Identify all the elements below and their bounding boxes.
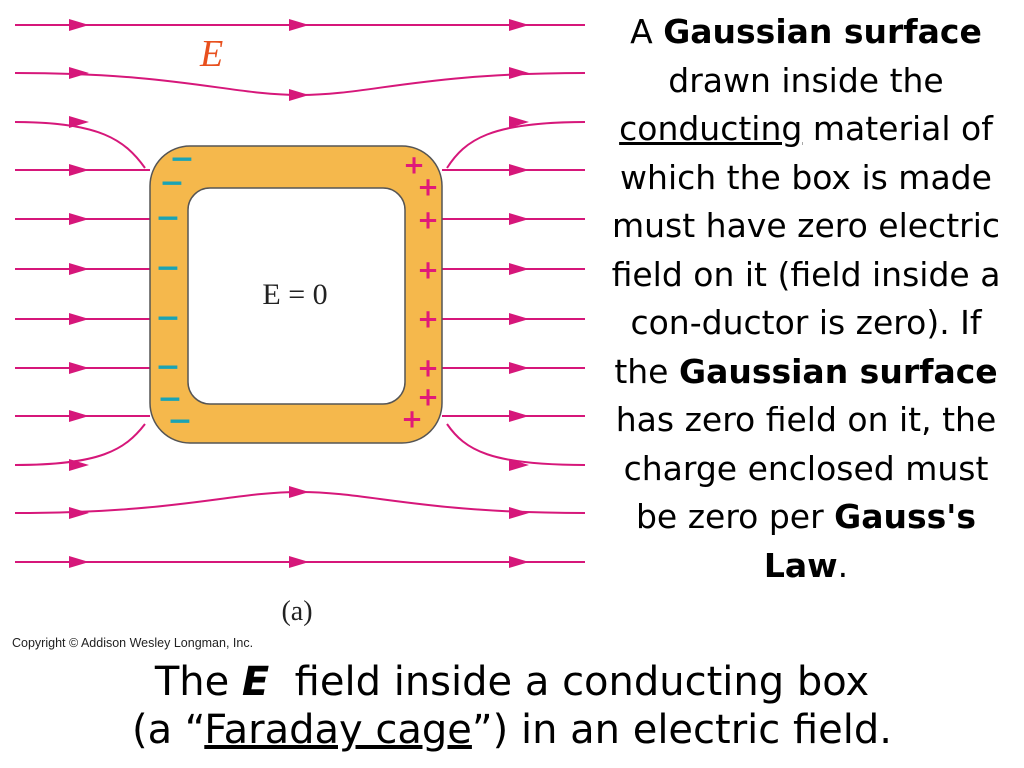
field-line [14,490,586,514]
field-arrow [69,263,89,275]
negative-charge: − [157,382,182,417]
field-arrow [69,116,89,128]
field-arrow [69,556,89,568]
field-lines [14,19,586,568]
text-part: material of which the box is made must h… [611,109,1001,391]
panel-label: (a) [281,596,312,627]
field-label-e: E [199,33,223,75]
field-line [14,423,146,466]
positive-charges: ++++++++ [401,151,439,435]
faraday-cage-term: Faraday cage [204,707,472,753]
text-part: has zero field on it, the charge enclose… [615,400,997,536]
negative-charge: − [159,166,184,201]
field-arrow [509,67,529,79]
positive-charge: + [417,383,439,413]
field-arrow [69,67,89,79]
positive-charge: + [401,405,423,435]
slide-caption: The E field inside a conducting box (a “… [0,658,1024,754]
field-arrow [509,19,529,31]
field-arrow [509,459,529,471]
negative-charge: − [169,142,194,177]
field-arrow [69,19,89,31]
field-line [14,72,586,97]
explanation-text: A Gaussian surface drawn inside the cond… [600,8,1012,590]
faraday-cage-diagram: −−−−−−−− ++++++++ E E = 0 (a) [14,19,586,627]
field-arrow [69,410,89,422]
field-arrow [509,263,529,275]
field-arrow [509,362,529,374]
caption-line-2: (a “Faraday cage”) in an electric field. [0,706,1024,754]
text-part: A [630,12,664,51]
caption-text: The [154,659,242,705]
field-arrow [509,164,529,176]
caption-line-1: The E field inside a conducting box [0,658,1024,706]
positive-charge: + [417,256,439,286]
copyright-notice: Copyright © Addison Wesley Longman, Inc. [12,636,254,650]
field-arrow [69,507,89,519]
gaussian-surface-term: Gaussian surface [663,12,982,51]
field-arrow [509,313,529,325]
negative-charge: − [155,251,180,286]
field-arrow [289,89,309,101]
field-line [14,121,146,169]
caption-e-symbol: E [241,659,270,705]
text-part: drawn inside the [668,60,944,100]
negative-charges: −−−−−−−− [155,142,194,439]
conducting-term: conducting [619,109,803,148]
field-line [446,423,586,466]
field-arrow [289,486,309,498]
field-arrow [509,213,529,225]
negative-charge: − [167,404,192,439]
box-interior [187,187,406,405]
caption-text: ”) in an electric field. [471,707,893,753]
positive-charge: + [417,354,439,384]
gaussian-surface-term: Gaussian surface [678,351,998,391]
gauss-law-term: Gauss's Law [763,497,977,585]
caption-text: field inside a conducting box [269,659,870,705]
field-arrow [69,213,89,225]
field-arrow [69,362,89,374]
field-arrow [289,556,309,568]
field-arrow [289,19,309,31]
field-line [446,121,586,169]
caption-text: (a “ [131,707,205,753]
text-part: . [837,545,849,585]
negative-charge: − [155,301,180,336]
field-arrow [69,313,89,325]
field-arrow [509,116,529,128]
positive-charge: + [417,206,439,236]
negative-charge: − [155,201,180,236]
positive-charge: + [417,173,439,203]
field-arrow [509,556,529,568]
field-arrow [69,164,89,176]
field-arrow [69,459,89,471]
field-arrow [509,507,529,519]
positive-charge: + [403,151,425,181]
negative-charge: − [155,350,180,385]
inside-field-label: E = 0 [262,278,327,311]
positive-charge: + [417,305,439,335]
field-arrow [509,410,529,422]
